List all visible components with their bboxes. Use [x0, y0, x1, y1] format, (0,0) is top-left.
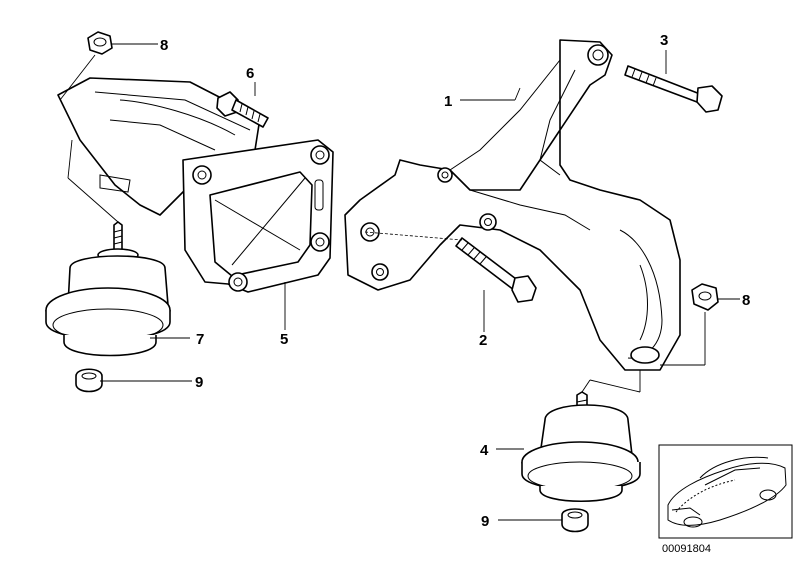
engine-mount-4 [521, 391, 641, 502]
bolt-6 [216, 91, 269, 128]
callout-2: 2 [479, 332, 487, 349]
bolt-2 [455, 237, 537, 303]
callout-5: 5 [280, 331, 288, 348]
assembly-line [364, 231, 463, 241]
callout-1: 1 [444, 93, 452, 110]
assembly-line [67, 139, 73, 179]
callout-7: 7 [196, 331, 204, 348]
assembly-line [589, 379, 641, 393]
engine-bracket-left [57, 77, 334, 293]
callout-4: 4 [480, 442, 489, 459]
reference-number: 00091804 [662, 543, 711, 555]
callout-3: 3 [660, 32, 668, 49]
bolt-3 [624, 65, 723, 113]
nut-9-bottom [561, 508, 589, 533]
assembly-line [581, 379, 591, 393]
assembly-line [59, 54, 96, 101]
assembly-line [67, 177, 119, 223]
vehicle-thumbnail [658, 444, 793, 539]
nut-8-top [87, 31, 113, 55]
engine-mount-7 [45, 221, 171, 357]
nut-8-right [691, 283, 719, 311]
callout-6: 6 [246, 65, 254, 82]
callout-9-bottom: 9 [481, 513, 489, 530]
callout-8-top: 8 [160, 37, 168, 54]
callout-8-right: 8 [742, 292, 750, 309]
nut-9-left [75, 368, 103, 393]
leader-lines [100, 43, 740, 521]
callout-9-left: 9 [195, 374, 203, 391]
engine-bracket-right [344, 39, 681, 371]
